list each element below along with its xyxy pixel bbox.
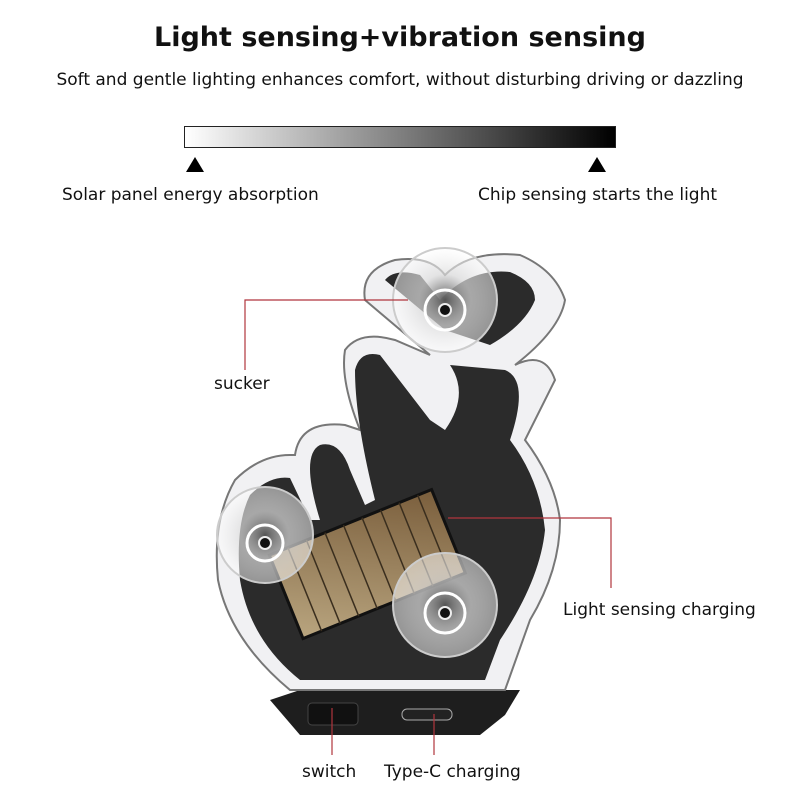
right-triangle-marker-icon bbox=[588, 157, 606, 172]
typec-port-icon bbox=[401, 708, 453, 721]
left-triangle-marker-icon bbox=[186, 157, 204, 172]
sucker-leader-line bbox=[244, 299, 408, 370]
page-title: Light sensing+vibration sensing bbox=[154, 22, 646, 53]
typec-charging-label: Type-C charging bbox=[384, 762, 521, 782]
light-sensing-leader-line bbox=[448, 517, 612, 588]
switch-button-icon bbox=[307, 702, 359, 726]
suction-cup-icon-left bbox=[216, 486, 314, 584]
suction-cup-icon-top bbox=[392, 247, 498, 353]
chip-sensing-label: Chip sensing starts the light bbox=[478, 185, 718, 205]
switch-label: switch bbox=[302, 762, 357, 782]
suction-cup-icon-bottom bbox=[392, 552, 498, 658]
light-gradient-bar bbox=[184, 126, 616, 148]
light-sensing-charging-label: Light sensing charging bbox=[563, 600, 756, 620]
solar-absorption-label: Solar panel energy absorption bbox=[62, 185, 319, 205]
sucker-label: sucker bbox=[214, 374, 270, 394]
page-subtitle: Soft and gentle lighting enhances comfor… bbox=[56, 70, 744, 90]
